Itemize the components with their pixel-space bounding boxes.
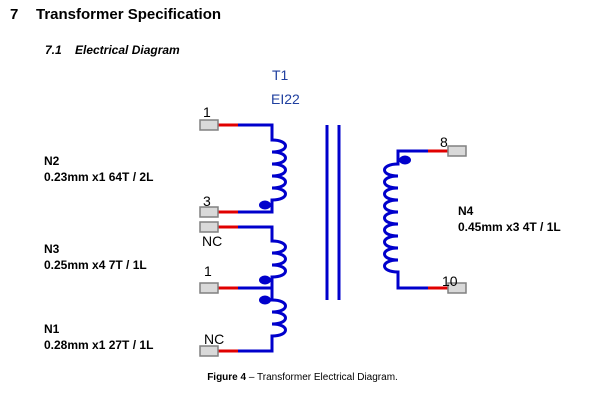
wire-pin8	[396, 149, 430, 166]
pin-terminal-1-top	[199, 119, 219, 131]
subsection-number: 7.1	[45, 43, 62, 57]
wire-nc-bot	[234, 335, 274, 353]
winding-n4-name: N4	[458, 204, 474, 218]
section-title: Transformer Specification	[36, 6, 222, 23]
winding-n3-spec: 0.25mm x4 7T / 1L	[44, 258, 147, 272]
coil-n3	[270, 239, 287, 279]
winding-label-n4: N4 0.45mm x3 4T / 1L	[458, 203, 561, 235]
pin-label-nc-mid: NC	[202, 233, 222, 249]
pin-label-10: 10	[442, 273, 458, 289]
polarity-dot-n3	[259, 275, 271, 285]
coil-n2	[270, 138, 287, 202]
pin-label-1-mid: 1	[204, 263, 212, 279]
pin-label-nc-bot: NC	[204, 331, 224, 347]
winding-n1-name: N1	[44, 322, 60, 336]
figure-caption: Figure 4 – Transformer Electrical Diagra…	[0, 372, 605, 383]
pin-terminal-nc-mid	[199, 221, 219, 233]
wire-pin1-top	[234, 123, 274, 142]
polarity-dot-n2	[259, 200, 271, 210]
subsection-heading: 7.1 Electrical Diagram	[45, 43, 180, 57]
winding-label-n2: N2 0.23mm x1 64T / 2L	[44, 153, 153, 185]
polarity-dot-n1	[259, 295, 271, 305]
pin-label-3: 3	[203, 193, 211, 209]
core-label: EI22	[271, 91, 300, 107]
winding-n3-name: N3	[44, 242, 60, 256]
coil-n1	[270, 298, 287, 338]
winding-n1-spec: 0.28mm x1 27T / 1L	[44, 338, 154, 352]
section-heading: 7 Transformer Specification	[10, 6, 221, 23]
wire-nc-mid	[234, 225, 274, 243]
winding-n2-name: N2	[44, 154, 60, 168]
winding-label-n1: N1 0.28mm x1 27T / 1L	[44, 321, 153, 353]
section-number: 7	[10, 6, 19, 23]
coil-n4	[383, 162, 400, 274]
pin-terminal-nc-bot	[199, 345, 219, 357]
pin-label-1-top: 1	[203, 104, 211, 120]
pin-terminal-1-mid	[199, 282, 219, 294]
wire-pin3	[234, 198, 274, 214]
wire-pin10	[396, 270, 430, 290]
pin-terminal-8	[447, 145, 467, 157]
winding-label-n3: N3 0.25mm x4 7T / 1L	[44, 241, 147, 273]
pin-label-8: 8	[440, 134, 448, 150]
subsection-title: Electrical Diagram	[75, 43, 180, 57]
designator-label: T1	[272, 67, 289, 83]
figure-caption-label: Figure 4	[207, 372, 247, 383]
figure-caption-text: – Transformer Electrical Diagram.	[246, 372, 398, 383]
winding-n4-spec: 0.45mm x3 4T / 1L	[458, 220, 561, 234]
winding-n2-spec: 0.23mm x1 64T / 2L	[44, 170, 154, 184]
pin-terminal-3	[199, 206, 219, 218]
pin-terminal-10	[447, 282, 467, 294]
polarity-dot-n4	[399, 155, 411, 165]
